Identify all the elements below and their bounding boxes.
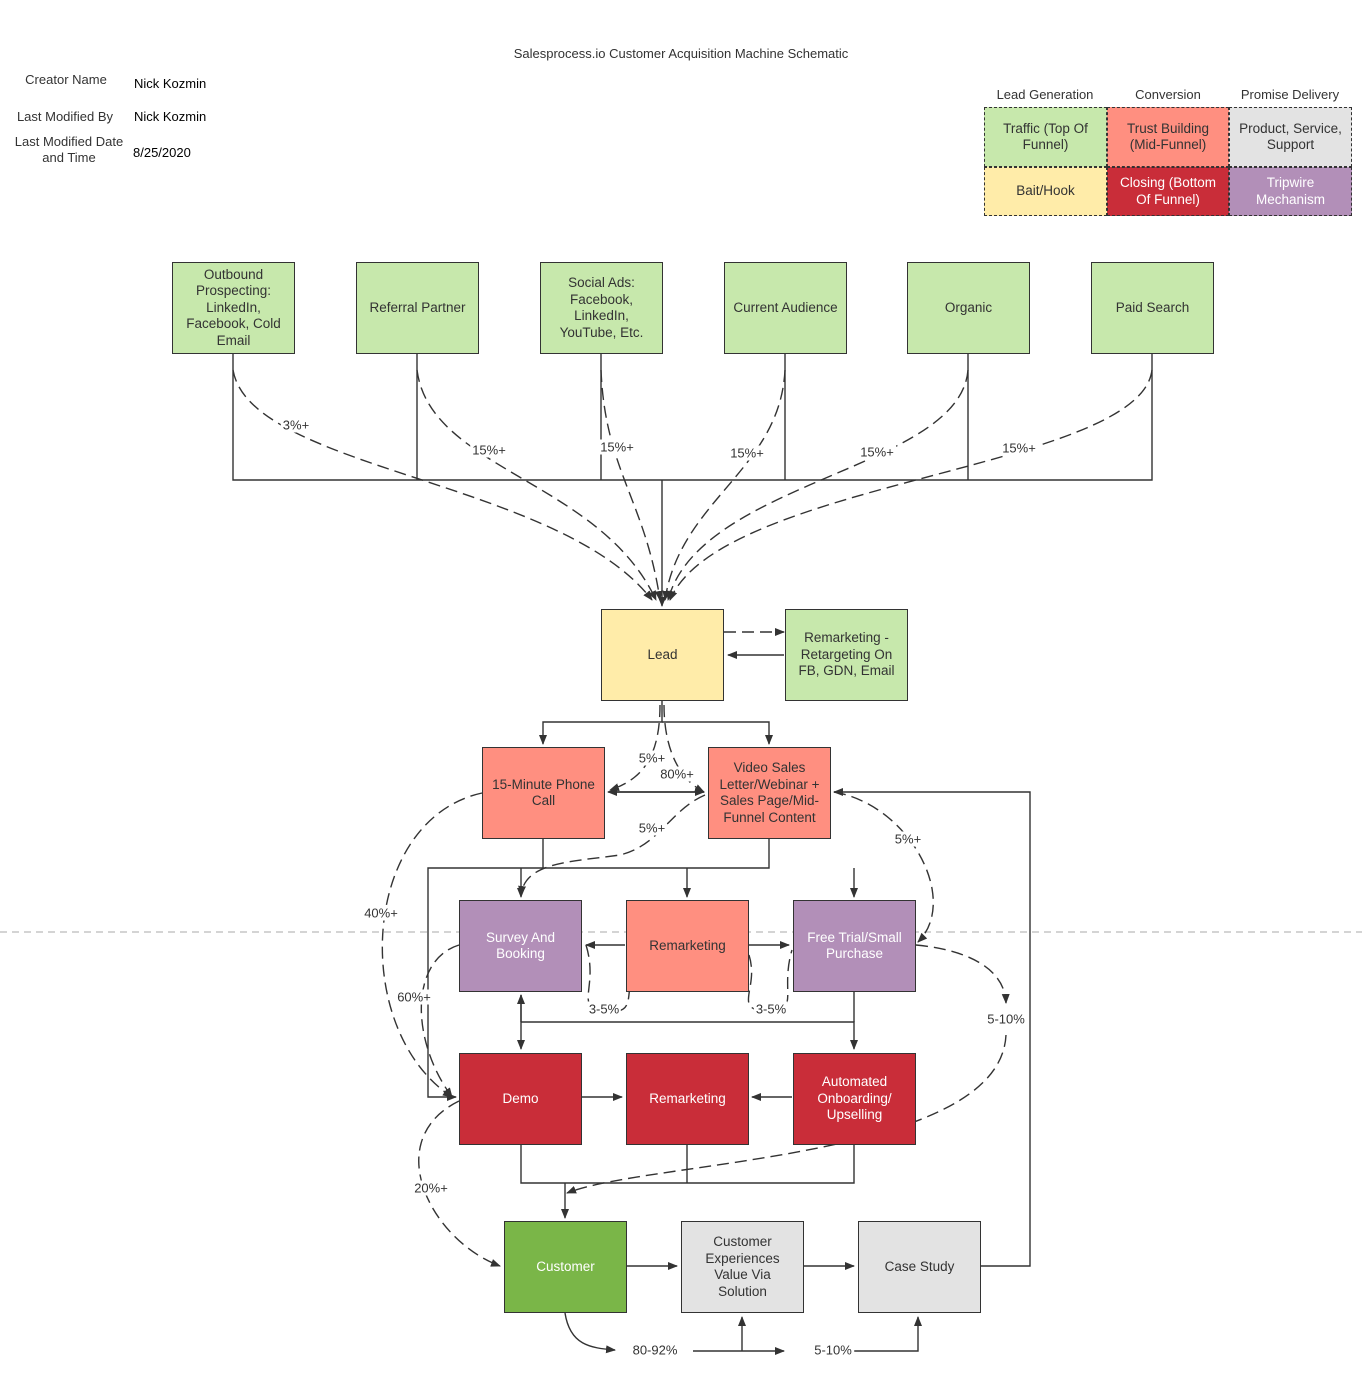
node-current-audience: Current Audience [724,262,847,354]
creator-value: Nick Kozmin [134,76,207,91]
modified-by-label: Last Modified By [16,109,114,124]
rate-customer-case-study: 5-10% [812,1342,854,1358]
rate-remarket-survey: 3-5% [586,1001,622,1017]
node-lead: Lead [601,609,724,701]
node-survey-booking: Survey And Booking [459,900,582,992]
node-case-study: Case Study [858,1221,981,1313]
rate-survey-demo: 60%+ [395,989,433,1005]
rate-paid: 15%+ [1000,440,1038,456]
node-organic: Organic [907,262,1030,354]
modified-by-value: Nick Kozmin [134,109,207,124]
node-demo: Demo [459,1053,582,1145]
modified-date-value: 8/25/2020 [133,145,191,160]
rate-customer-experience: 80-92% [630,1342,680,1358]
node-remarketing-mid: Remarketing [626,900,749,992]
node-remarketing-closing: Remarketing [626,1053,749,1145]
node-video-sales-letter: Video Sales Letter/Webinar + Sales Page/… [708,747,831,839]
legend-closing: Closing (Bottom Of Funnel) [1107,167,1229,216]
legend-tripwire: Tripwire Mechanism [1229,167,1352,216]
node-customer-experience: Customer Experiences Value Via Solution [681,1221,804,1313]
rate-demo-customer: 20%+ [412,1180,450,1196]
rate-outbound: 3%+ [280,417,312,433]
legend-header-promise-delivery: Promise Delivery [1240,87,1340,102]
rate-vsl-survey: 5%+ [636,820,668,836]
modified-date-label: Last Modified Date and Time [14,134,124,165]
creator-label: Creator Name [25,72,107,87]
legend-header-lead-generation: Lead Generation [996,87,1094,102]
rate-remarket-trial: 3-5% [753,1001,789,1017]
rate-vsl-trial: 5%+ [892,831,924,847]
rate-referral: 15%+ [470,442,508,458]
legend-bait-hook: Bait/Hook [984,167,1107,216]
node-social-ads: Social Ads: Facebook, LinkedIn, YouTube,… [540,262,663,354]
rate-audience: 15%+ [728,445,766,461]
rate-organic: 15%+ [858,444,896,460]
page-title: Salesprocess.io Customer Acquisition Mac… [513,46,849,61]
node-phone-call: 15-Minute Phone Call [482,747,605,839]
node-customer: Customer [504,1221,627,1313]
node-paid-search: Paid Search [1091,262,1214,354]
node-free-trial: Free Trial/Small Purchase [793,900,916,992]
rate-lead-phone: 5%+ [636,750,668,766]
node-remarketing-retargeting: Remarketing - Retargeting On FB, GDN, Em… [785,609,908,701]
rate-lead-vsl: 80%+ [658,766,696,782]
legend-trust-building: Trust Building (Mid-Funnel) [1107,107,1229,167]
legend-product-service: Product, Service, Support [1229,107,1352,167]
legend-traffic: Traffic (Top Of Funnel) [984,107,1107,167]
rate-phone-demo: 40%+ [362,905,400,921]
node-referral-partner: Referral Partner [356,262,479,354]
legend-header-conversion: Conversion [1135,87,1201,102]
node-outbound-prospecting: Outbound Prospecting: LinkedIn, Facebook… [172,262,295,354]
rate-trial-customer: 5-10% [985,1011,1027,1027]
rate-social: 15%+ [598,439,636,455]
node-automated-onboarding: Automated Onboarding/ Upselling [793,1053,916,1145]
